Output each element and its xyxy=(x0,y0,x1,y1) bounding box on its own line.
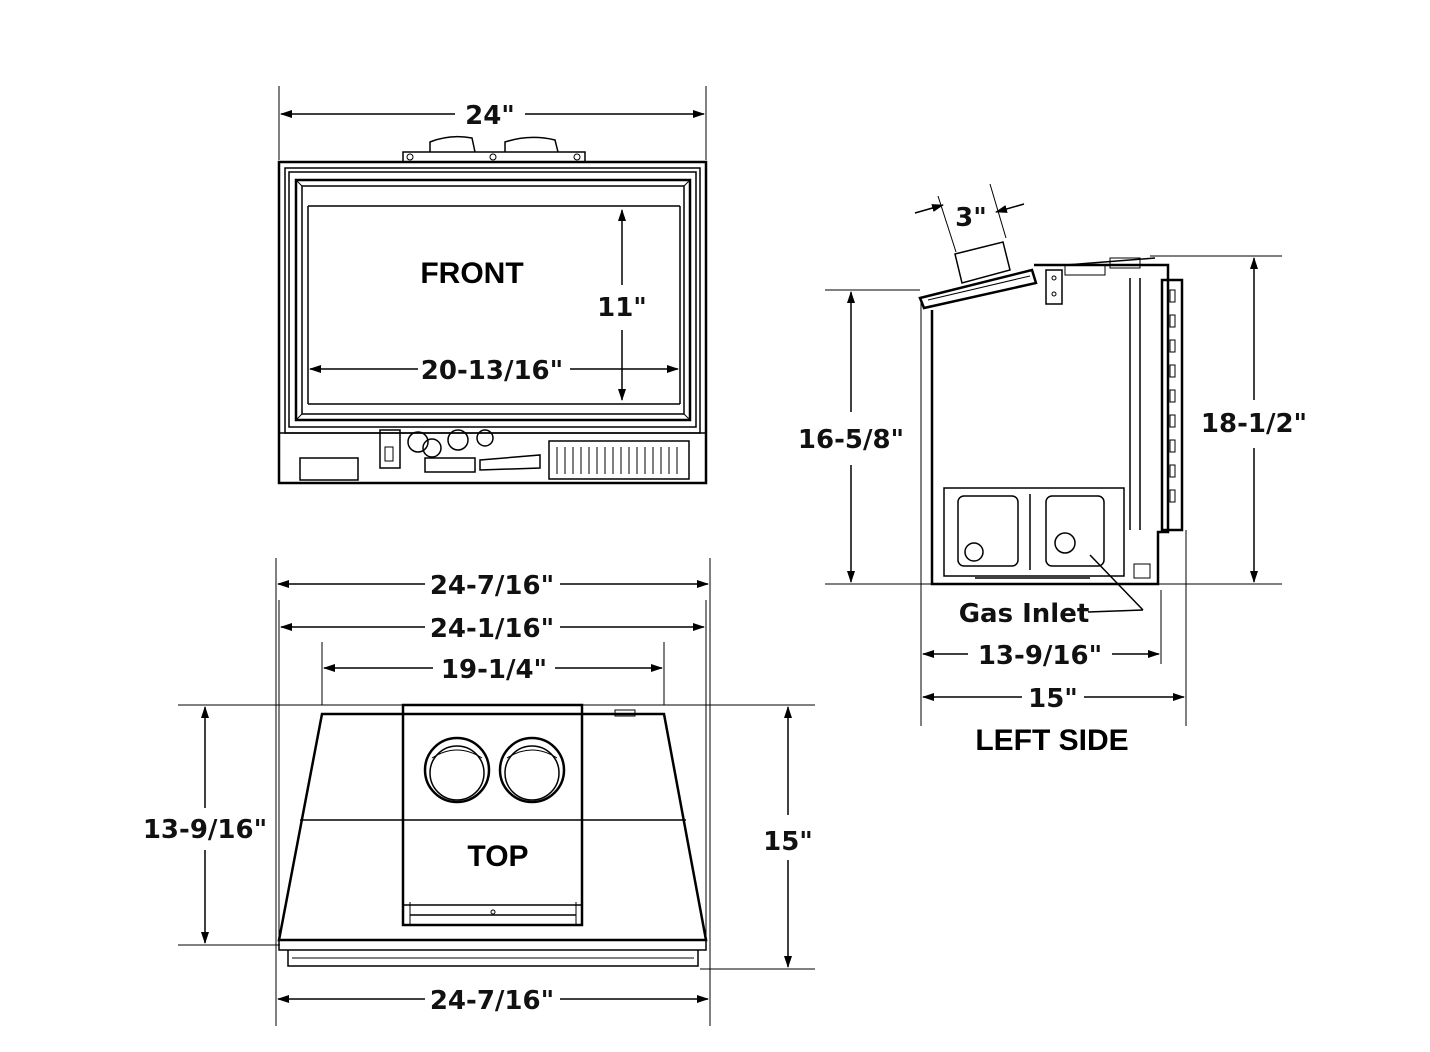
top-view: 24-7/16" 24-1/16" 19-1/4" TOP xyxy=(143,558,815,1026)
top-label: TOP xyxy=(467,840,528,873)
top-depth-right-dim: 15" xyxy=(763,827,813,857)
top-depth-left-dim: 13-9/16" xyxy=(143,815,267,845)
flange-holes xyxy=(1169,289,1176,503)
top-width-inner-dim: 19-1/4" xyxy=(441,655,547,685)
side-depth-inner-dim: 13-9/16" xyxy=(978,641,1102,671)
louvers xyxy=(556,447,678,474)
front-view: 24" FRONT 11" 20-13/16" xyxy=(277,86,708,485)
side-depth-overall-dim: 15" xyxy=(1028,684,1078,714)
left-side-view: 3" xyxy=(798,183,1307,757)
side-front-height-dim: 16-5/8" xyxy=(798,425,904,455)
top-width-mid-dim: 24-1/16" xyxy=(430,614,554,644)
left-side-label: LEFT SIDE xyxy=(975,724,1128,757)
side-rear-height-dim: 18-1/2" xyxy=(1201,409,1307,439)
gas-inlet-callout: Gas Inlet xyxy=(959,599,1090,629)
side-vent-dim: 3" xyxy=(955,203,987,233)
front-opening-height-dim: 11" xyxy=(597,293,647,323)
top-width-bottom-dim: 24-7/16" xyxy=(430,986,554,1016)
front-opening-width-dim: 20-13/16" xyxy=(421,356,563,386)
top-width-outer-dim: 24-7/16" xyxy=(430,571,554,601)
front-label: FRONT xyxy=(420,257,523,290)
front-width-dim: 24" xyxy=(465,101,515,131)
